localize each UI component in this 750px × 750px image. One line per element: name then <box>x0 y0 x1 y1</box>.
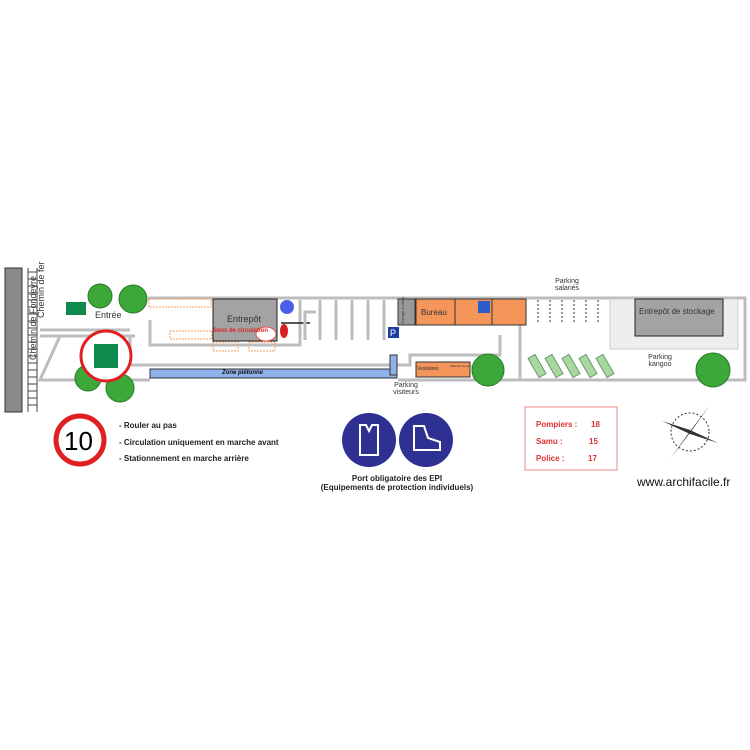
meeting-room-label: Salle de réunion <box>450 364 472 368</box>
marked-zones <box>148 298 276 352</box>
emergency-exit-icon <box>66 302 86 315</box>
svg-text:P: P <box>390 328 396 338</box>
emergency-label: Samu : <box>536 437 563 446</box>
staff-parking <box>537 300 611 322</box>
kangoo-parking-label: Parking kangoo <box>648 354 672 368</box>
railway <box>27 268 38 412</box>
pedestrian-zone <box>149 368 398 379</box>
emergency-number: 15 <box>589 437 598 446</box>
toilet-icon <box>478 301 490 313</box>
emergency-number: 18 <box>591 420 600 429</box>
locker-room <box>415 361 471 378</box>
speed-limit-value: 10 <box>64 426 93 456</box>
parking-stalls <box>303 300 386 340</box>
rule-item: - Circulation uniquement en marche avant <box>119 438 279 447</box>
red-marker <box>280 324 288 338</box>
visitor-parking-label: Parking visiteurs <box>393 382 419 396</box>
rule-item: - Rouler au pas <box>119 421 177 430</box>
kangoo-cars <box>527 353 615 379</box>
storage-warehouse <box>634 298 724 337</box>
compass-rose-icon <box>662 405 718 459</box>
locker-room-label: Vestiaires <box>417 366 439 372</box>
speed-limit-sign <box>53 413 107 467</box>
circulation-label: Sens de circulation <box>213 328 269 334</box>
rail-label: Chemin de fer <box>36 261 46 318</box>
blue-marker <box>280 300 294 314</box>
bike-garage-label: Garage à vélos <box>400 296 405 324</box>
staff-parking-label: Parking salariés <box>554 278 580 292</box>
safety-vest-icon <box>342 413 396 467</box>
fire-extinguisher-zone <box>255 326 277 342</box>
entrance-label: Entrée <box>95 310 122 320</box>
safety-shoe-icon <box>399 413 453 467</box>
rule-item: - Stationnement en marche arrière <box>119 454 249 463</box>
ppe-subtitle: (Equipements de protection individuels) <box>320 483 474 492</box>
website-link[interactable]: www.archifacile.fr <box>637 475 731 489</box>
road <box>4 267 23 413</box>
trees <box>74 283 731 403</box>
office-label: Bureau <box>421 308 447 317</box>
emergency-numbers-box <box>524 406 618 471</box>
bike-garage <box>397 298 416 326</box>
warehouse-label: Entrepôt <box>227 314 262 324</box>
emergency-label: Police : <box>536 454 565 463</box>
pedestrian-zone-label: Zone piétonne <box>222 370 263 376</box>
emergency-number: 17 <box>588 454 597 463</box>
storage-label: Entrepôt de stockage <box>639 307 715 316</box>
emergency-label: Pompiers : <box>536 420 578 429</box>
ppe-title: Port obligatoire des EPI <box>351 474 443 483</box>
office <box>415 298 527 326</box>
disabled-parking-icon <box>388 327 399 338</box>
